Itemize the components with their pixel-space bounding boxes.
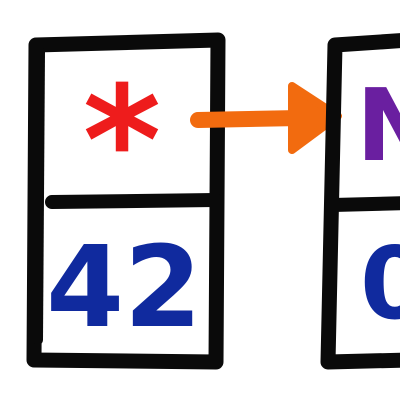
node-1-value-cell: 42 [46, 223, 202, 353]
node-2-pointer-symbol: N [356, 67, 400, 184]
pointer-arrow [190, 82, 342, 154]
node-1-outline-inner [33, 47, 45, 345]
list-node-1: * 42 [26, 32, 226, 370]
node-1-value: 42 [46, 223, 202, 353]
node-1-divider [45, 193, 222, 209]
pointer-arrow-shaft [190, 110, 308, 128]
node-2-divider [326, 196, 400, 212]
node-2-value: 0 [360, 225, 400, 342]
node-1-pointer-symbol: * [83, 55, 161, 229]
pointer-arrow-head [288, 82, 342, 154]
node-2-value-cell: 0 [360, 225, 400, 342]
node-2-pointer-cell: N [356, 67, 400, 184]
list-node-2: N 0 [320, 33, 400, 370]
node-1-pointer-cell: * [83, 55, 161, 229]
